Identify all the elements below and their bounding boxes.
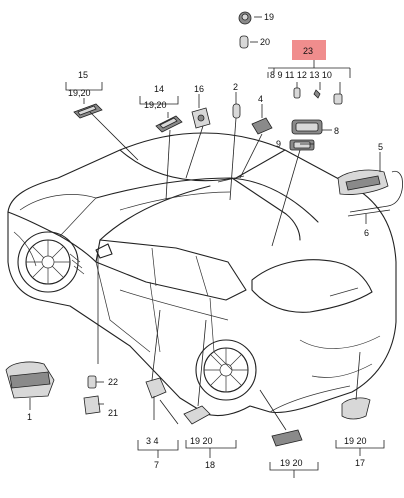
car-body — [7, 132, 397, 417]
part-2-bulb — [232, 103, 241, 119]
part-17-lamp — [341, 397, 371, 420]
part-14-light — [155, 115, 183, 133]
callout-14: 14 — [154, 84, 164, 94]
part-16-module — [191, 107, 211, 129]
part-22-clip — [87, 375, 97, 389]
callout-14-sub: 19,20 — [144, 100, 167, 110]
callout-16: 16 — [194, 84, 204, 94]
callout-7-sub: 3 4 — [146, 436, 159, 446]
callout-7: 7 — [154, 460, 159, 470]
part-4-light — [251, 117, 273, 135]
callout-bottom-sub: 19 20 — [280, 458, 303, 468]
part-5-console — [337, 169, 389, 195]
part-1-lamp — [5, 361, 55, 399]
callout-20: 20 — [260, 37, 270, 47]
part-21-socket — [83, 395, 101, 415]
part-3-bracket — [145, 377, 179, 425]
callout-17: 17 — [355, 458, 365, 468]
callout-2: 2 — [233, 82, 238, 92]
part-15-light — [73, 103, 103, 119]
part-19-cap — [238, 11, 252, 25]
part-6-seal — [347, 170, 403, 217]
callout-18-sub: 19 20 — [190, 436, 213, 446]
part-18-lamp — [183, 405, 211, 425]
part-20-bulb — [239, 35, 249, 49]
callout-8: 8 — [334, 126, 339, 136]
leader-lines — [29, 16, 385, 478]
callout-17-sub: 19 20 — [344, 436, 367, 446]
callout-6: 6 — [364, 228, 369, 238]
callout-19: 19 — [264, 12, 274, 22]
callout-9: 9 — [276, 139, 281, 149]
callout-21: 21 — [108, 408, 118, 418]
callout-15: 15 — [78, 70, 88, 80]
callout-4: 4 — [258, 94, 263, 104]
callout-23-sub: 8 9 11 12 13 10 — [270, 70, 332, 80]
part-bottom-lamp — [271, 429, 303, 447]
callout-labels: 19 20 15 19,20 14 19,20 16 2 4 23 8 9 11… — [27, 12, 383, 470]
callout-22: 22 — [108, 377, 118, 387]
callout-23: 23 — [303, 46, 313, 56]
callout-15-sub: 19,20 — [68, 88, 91, 98]
part-23-assembly — [289, 87, 343, 151]
group-brackets — [65, 72, 351, 105]
callout-1: 1 — [27, 412, 32, 422]
callout-18: 18 — [205, 460, 215, 470]
callout-5: 5 — [378, 142, 383, 152]
part-23-highlight-box[interactable] — [292, 40, 326, 60]
